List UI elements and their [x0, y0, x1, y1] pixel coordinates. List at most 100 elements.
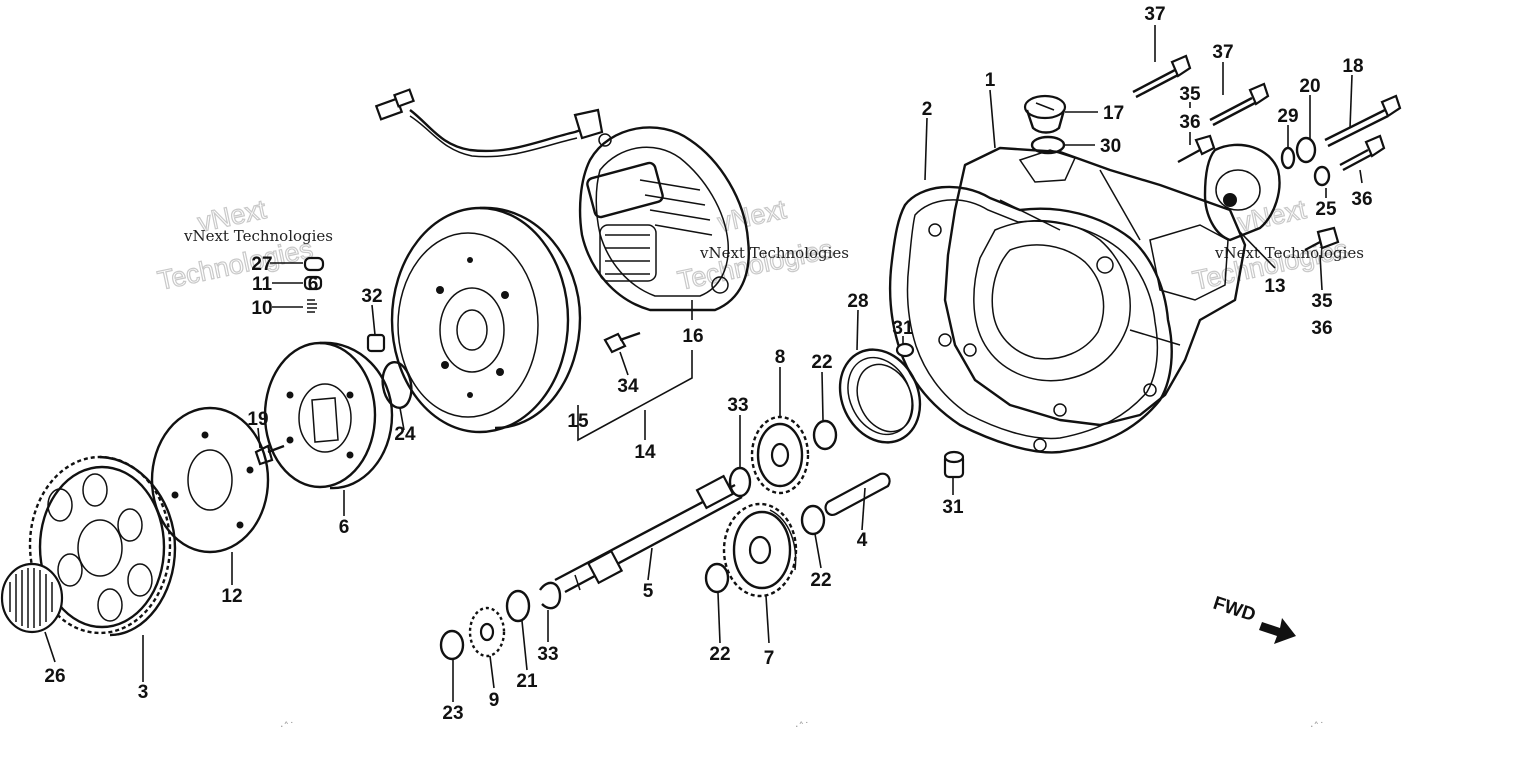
- watermark-small-2: vNext Technologies: [699, 244, 849, 262]
- label-18: 18: [1342, 56, 1363, 77]
- part-circlip-33b: [539, 581, 562, 610]
- label-22c: 22: [709, 644, 730, 665]
- part-washer-22b: [800, 504, 826, 536]
- label-27: 27: [251, 254, 272, 275]
- part-bolt-34: [603, 331, 641, 354]
- part-roller-27: [303, 256, 325, 272]
- label-35b: 35: [1311, 291, 1333, 312]
- label-29: 29: [1277, 106, 1298, 127]
- part-crankcase-cover: [943, 146, 1247, 427]
- label-28: 28: [847, 291, 868, 312]
- label-20: 20: [1299, 76, 1320, 97]
- label-25: 25: [1315, 199, 1337, 220]
- part-o-ring-24: [381, 361, 413, 409]
- part-bolt-18: [1324, 94, 1402, 148]
- part-needle-bearing: [0, 562, 64, 634]
- label-33b: 33: [537, 644, 558, 665]
- label-9: 9: [489, 690, 500, 711]
- label-24: 24: [394, 424, 416, 445]
- label-34: 34: [617, 376, 639, 397]
- label-6a: 6: [308, 274, 319, 295]
- label-35a: 35: [1179, 84, 1201, 105]
- watermark-2: vNext Technologies vNext Technologies: [674, 193, 849, 296]
- label-3: 3: [138, 682, 149, 703]
- forward-indicator: FWD: [1210, 593, 1296, 644]
- part-circlip-33a: [728, 466, 752, 498]
- part-number-labels: 37 37 1 2 17 30 35 36 20 18 29 25 36 13 …: [44, 4, 1372, 724]
- part-bolt-37a: [1132, 54, 1192, 99]
- mark-1: ·˄˙: [280, 720, 295, 733]
- part-washer-22a: [812, 419, 838, 451]
- part-washer-22c: [704, 562, 730, 594]
- label-19: 19: [247, 409, 268, 430]
- part-gear-9: [468, 606, 506, 658]
- part-washer-25: [1313, 165, 1331, 187]
- part-filler-cap: [1023, 94, 1067, 134]
- label-36b: 36: [1351, 189, 1372, 210]
- label-37a: 37: [1144, 4, 1165, 25]
- watermark-small-1: vNext Technologies: [183, 227, 333, 245]
- part-oil-seal: [838, 348, 922, 444]
- part-washer-23: [439, 629, 465, 661]
- part-shaft: [554, 474, 743, 594]
- label-33a: 33: [727, 395, 748, 416]
- part-flywheel: [390, 206, 582, 434]
- part-bolt-36: [1339, 134, 1386, 172]
- part-stator: [578, 126, 750, 312]
- part-dowel-31a: [895, 342, 915, 358]
- watermark-large-3a: vNext: [1235, 194, 1309, 238]
- label-14: 14: [634, 442, 656, 463]
- label-32: 32: [361, 286, 382, 307]
- part-dowel-31b: [943, 450, 965, 479]
- label-2: 2: [922, 99, 933, 120]
- label-1: 1: [985, 70, 996, 91]
- part-bolt-35-36a: [1177, 134, 1216, 164]
- label-30: 30: [1100, 136, 1121, 157]
- label-36c: 36: [1311, 318, 1332, 339]
- label-31b: 31: [942, 497, 964, 518]
- label-7: 7: [764, 648, 775, 669]
- label-23: 23: [442, 703, 463, 724]
- part-gear-7: [722, 502, 798, 598]
- watermark-small-3: vNext Technologies: [1214, 244, 1364, 262]
- part-side-cover: [1203, 143, 1281, 242]
- label-5: 5: [643, 581, 654, 602]
- label-17: 17: [1103, 103, 1124, 124]
- part-plunger-11: [303, 275, 323, 291]
- label-10: 10: [251, 298, 272, 319]
- forward-arrow-icon: [1259, 618, 1296, 644]
- label-4: 4: [857, 530, 868, 551]
- label-22a: 22: [811, 352, 832, 373]
- label-36a: 36: [1179, 112, 1200, 133]
- part-gear-8: [750, 415, 810, 495]
- part-wire-harness: [374, 88, 604, 158]
- label-13: 13: [1264, 276, 1285, 297]
- label-6b: 6: [339, 517, 350, 538]
- part-bolt-35-36b: [1304, 226, 1340, 252]
- part-washer-29: [1280, 146, 1296, 170]
- label-37b: 37: [1212, 42, 1233, 63]
- leader-lines: [44, 25, 1363, 702]
- mark-2: ·˄˙: [795, 720, 810, 733]
- label-21: 21: [516, 671, 538, 692]
- label-31a: 31: [892, 318, 914, 339]
- part-washer-20: [1295, 136, 1317, 164]
- part-o-ring: [1030, 135, 1066, 155]
- part-key-32: [366, 333, 386, 353]
- label-8: 8: [775, 347, 786, 368]
- part-side-plate: [150, 406, 270, 554]
- part-starter-clutch: [263, 341, 394, 490]
- part-starter-gear: [28, 455, 177, 637]
- label-15: 15: [567, 411, 589, 432]
- mark-3: ·˄˙: [1310, 720, 1325, 733]
- label-26: 26: [44, 666, 65, 687]
- page-marks: ·˄˙ ·˄˙ ·˄˙: [280, 720, 1325, 733]
- label-11: 11: [252, 274, 273, 295]
- part-pin-4: [824, 472, 891, 516]
- part-gasket: [888, 185, 1173, 454]
- label-22b: 22: [810, 570, 831, 591]
- part-bolt-37b: [1209, 82, 1270, 127]
- fwd-label: FWD: [1210, 593, 1258, 626]
- part-washer-21: [505, 589, 531, 623]
